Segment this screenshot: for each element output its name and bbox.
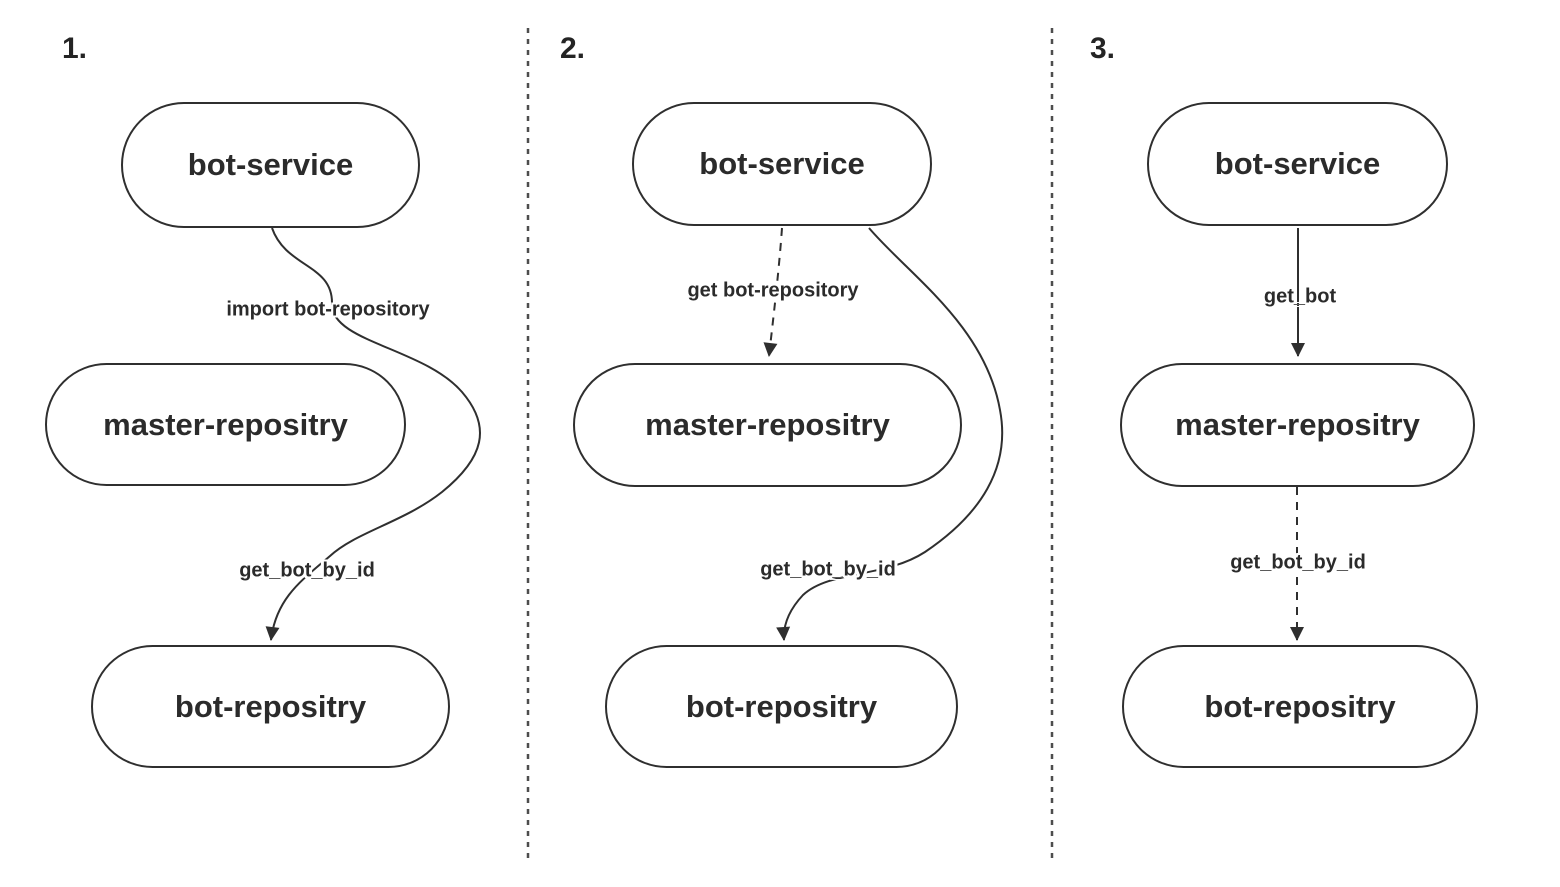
node-bot-service: bot-service bbox=[1147, 102, 1448, 226]
edge-label-get-bot-by-id: get_bot_by_id bbox=[760, 558, 896, 581]
node-bot-repositry: bot-repositry bbox=[91, 645, 450, 768]
node-bot-repositry: bot-repositry bbox=[1122, 645, 1478, 768]
edge-p2-botservice-to-botrepositry bbox=[776, 227, 1004, 641]
edge-label-get-bot-repository: get bot-repository bbox=[687, 279, 859, 302]
node-master-repositry: master-repositry bbox=[573, 363, 962, 487]
edge-label-get-bot-by-id: get_bot_by_id bbox=[1230, 551, 1366, 574]
panel-number-1: 1. bbox=[62, 32, 88, 65]
panel-number-3: 3. bbox=[1090, 32, 1116, 65]
edge-label-get-bot: get_bot bbox=[1263, 285, 1337, 308]
panel-number-2: 2. bbox=[560, 32, 586, 65]
node-bot-service: bot-service bbox=[632, 102, 932, 226]
edge-label-import-bot-repository: import bot-repository bbox=[226, 298, 430, 321]
edge-p2-botservice-to-masterrepositry bbox=[763, 227, 783, 357]
node-master-repositry: master-repositry bbox=[1120, 363, 1475, 487]
edge-label-get-bot-by-id: get_bot_by_id bbox=[239, 559, 375, 582]
node-bot-repositry: bot-repositry bbox=[605, 645, 958, 768]
edge-p1-botservice-to-botrepositry bbox=[265, 227, 481, 641]
node-bot-service: bot-service bbox=[121, 102, 420, 228]
node-master-repositry: master-repositry bbox=[45, 363, 406, 486]
